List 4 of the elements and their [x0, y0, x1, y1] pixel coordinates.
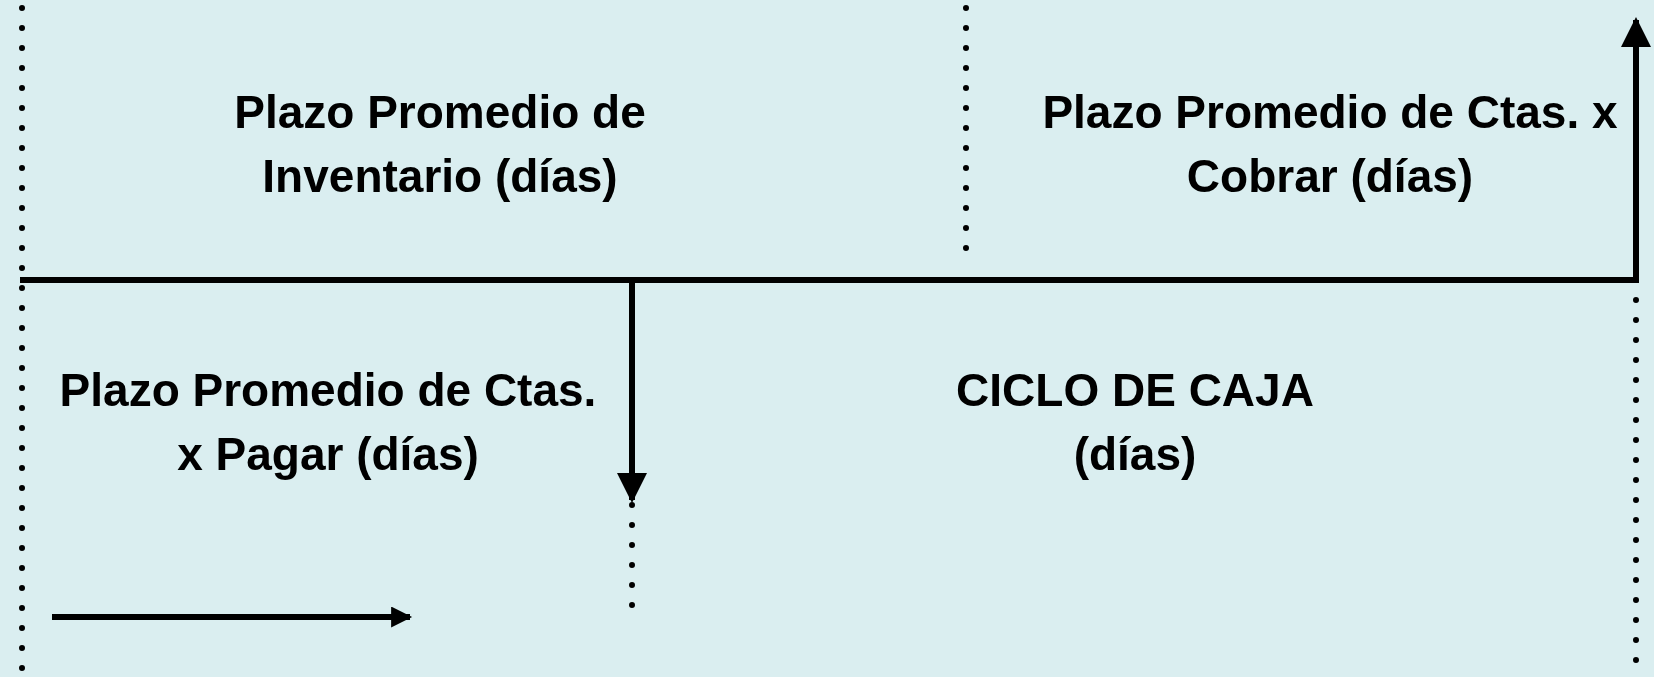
period-label: Plazo Promedio de Ctas. x Pagar (días): [58, 363, 598, 482]
period-label: Plazo Promedio de Inventario (días): [233, 85, 647, 204]
period-label: CICLO DE CAJA (días): [955, 363, 1315, 482]
period-label: Plazo Promedio de Ctas. x Cobrar (días): [1041, 85, 1619, 204]
